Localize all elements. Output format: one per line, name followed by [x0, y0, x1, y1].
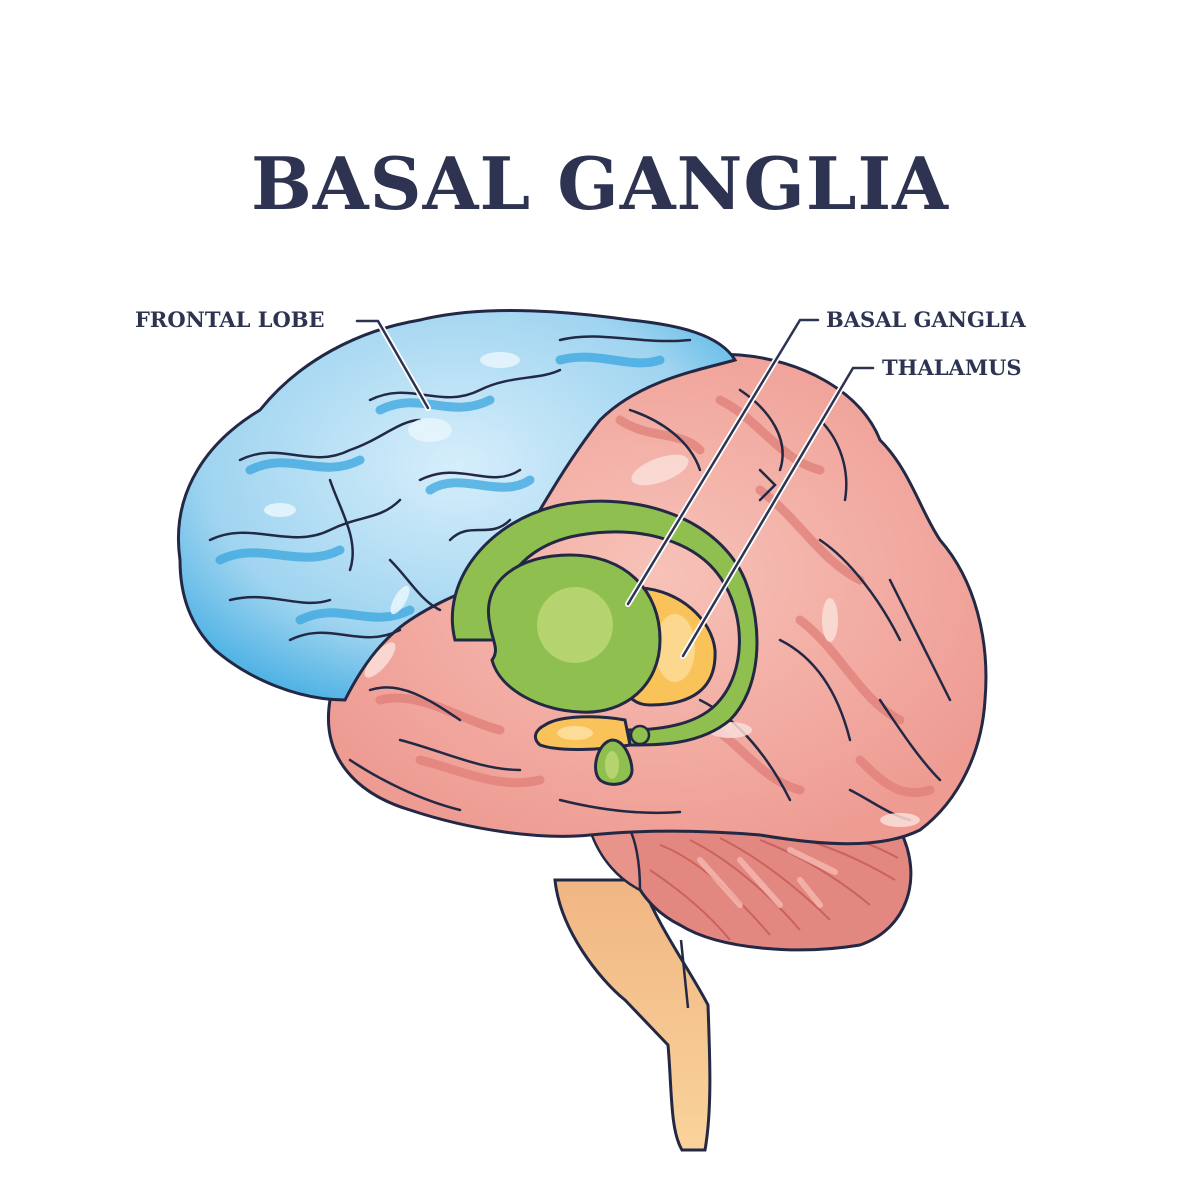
- frontal-lobe: [177, 309, 738, 702]
- diagram-title: BASAL GANGLIA: [250, 141, 950, 226]
- brainstem: [553, 878, 712, 1152]
- leader-frontal-lobe: [354, 318, 431, 411]
- leader-basal-ganglia: [625, 317, 821, 607]
- cerebellum: [588, 811, 913, 952]
- leader-lines: [354, 317, 876, 659]
- label-thalamus: THALAMUS: [882, 355, 1022, 380]
- basal-ganglia: [450, 499, 759, 786]
- label-basal-ganglia: BASAL GANGLIA: [826, 307, 1026, 332]
- leader-thalamus: [680, 365, 876, 659]
- label-frontal-lobe: FRONTAL LOBE: [135, 307, 325, 332]
